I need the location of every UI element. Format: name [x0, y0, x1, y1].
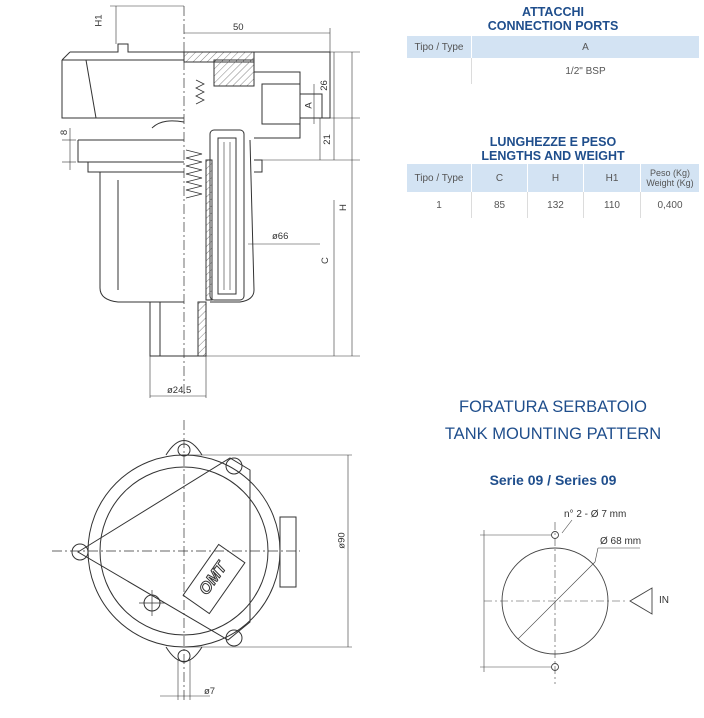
ports-cell-type	[407, 58, 472, 84]
lengths-title-en: LENGTHS AND WEIGHT	[481, 149, 625, 163]
inlet-label: IN	[659, 595, 669, 606]
dim-h1-label: H1	[93, 14, 105, 27]
lengths-cell-h1: 110	[583, 192, 641, 218]
lengths-cell-type: 1	[407, 192, 472, 218]
ports-table: Tipo / Type A 1/2" BSP	[407, 36, 699, 84]
dim-24-5-label: ø24.5	[167, 385, 192, 396]
circle-diameter-label: Ø 68 mm	[600, 536, 642, 547]
dim-c-label: C	[319, 257, 331, 264]
lengths-cell-weight: 0,400	[657, 199, 683, 211]
dim-66-label: ø66	[272, 231, 289, 242]
side-view	[61, 5, 360, 398]
dim-50-label: 50	[233, 22, 244, 33]
ports-header-type: Tipo / Type	[407, 36, 472, 58]
dim-8-label: 8	[59, 129, 71, 136]
lengths-cell-c: 85	[471, 192, 528, 218]
mounting-title-it: FORATURA SERBATOIO	[459, 398, 647, 416]
lengths-header-weight: Peso (Kg) Weight (Kg)	[640, 164, 699, 192]
dim-7-label: ø7	[204, 686, 216, 697]
lengths-title: LUNGHEZZE E PESO LENGTHS AND WEIGHT	[407, 135, 699, 163]
table-row: 1 85 132 110 0,400	[407, 192, 699, 218]
lengths-header-c: C	[471, 164, 528, 192]
lengths-header-type: Tipo / Type	[407, 164, 472, 192]
ports-title-it: ATTACCHI	[521, 5, 585, 19]
lengths-header-h1: H1	[583, 164, 641, 192]
dim-h-label: H	[337, 204, 349, 211]
dim-26-label: 26	[318, 80, 330, 91]
ports-header-a: A	[471, 36, 699, 58]
lengths-table: Tipo / Type C H H1 Peso (Kg) Weight (Kg)…	[407, 164, 699, 218]
lengths-cell-h: 132	[527, 192, 584, 218]
lengths-header-h: H	[527, 164, 584, 192]
mounting-title-en: TANK MOUNTING PATTERN	[444, 425, 662, 443]
lengths-header-weight-en: Weight (Kg)	[646, 178, 694, 188]
holes-label: n° 2 - Ø 7 mm	[564, 509, 627, 520]
dim-90-label: ø90	[336, 532, 348, 549]
top-view	[52, 420, 352, 700]
mounting-pattern	[480, 519, 653, 684]
series-label: Serie 09 / Series 09	[489, 472, 617, 488]
table-row: 1/2" BSP	[407, 58, 699, 84]
lengths-header-row: Tipo / Type C H H1 Peso (Kg) Weight (Kg)	[407, 164, 699, 192]
lengths-title-it: LUNGHEZZE E PESO	[489, 135, 617, 149]
ports-title-en: CONNECTION PORTS	[487, 19, 619, 33]
dim-a-label: A	[303, 102, 315, 109]
ports-cell-a: 1/2" BSP	[565, 65, 606, 77]
lengths-header-peso: Peso (Kg)	[649, 168, 691, 178]
dim-21-label: 21	[321, 134, 333, 145]
ports-title: ATTACCHI CONNECTION PORTS	[407, 5, 699, 33]
ports-header-row: Tipo / Type A	[407, 36, 699, 58]
